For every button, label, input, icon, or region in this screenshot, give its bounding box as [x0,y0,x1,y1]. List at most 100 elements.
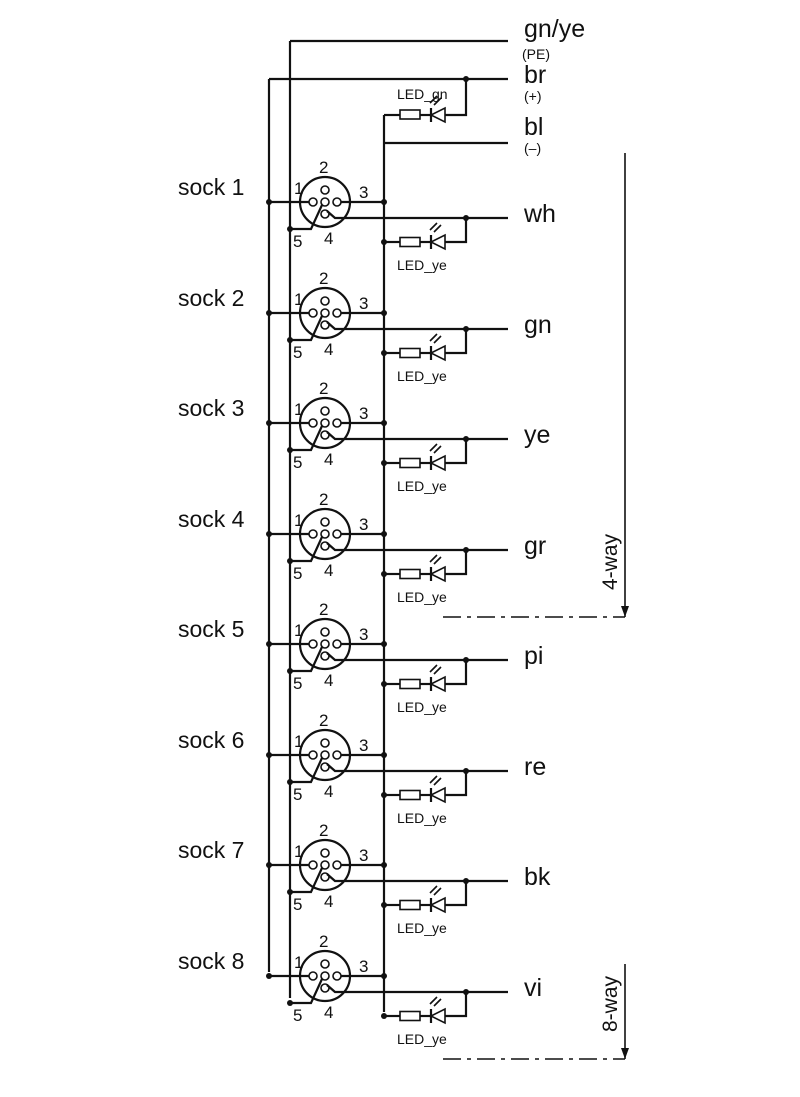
led-diode-icon [429,344,446,362]
pe-wire-sublabel: (PE) [522,46,550,62]
junction-dot [266,862,272,868]
signal-wire [326,984,508,994]
signal-wire-label: re [524,753,546,781]
junction-dot [381,792,387,798]
plus-wire-sublabel: (+) [524,88,542,104]
pin-number: 1 [294,179,303,198]
pin-hole [320,308,330,318]
junction-dot [381,641,387,647]
pin-hole [320,848,330,858]
pin-number: 3 [359,957,368,976]
led-label: LED_ye [397,920,447,936]
pin-hole [332,750,342,760]
pin-number: 4 [324,340,333,359]
pin-number: 1 [294,400,303,419]
pin-hole [320,517,330,527]
pin-hole [332,197,342,207]
pin-number: 3 [359,404,368,423]
pin-number: 3 [359,625,368,644]
led-diode-icon [429,1007,446,1025]
pin-number: 4 [324,561,333,580]
socket-label: sock 5 [178,616,244,642]
signal-wire [326,542,508,552]
variant-marker: 4-way [443,153,629,618]
junction-dot [287,779,293,785]
status-led-label: LED_gn [397,86,448,102]
pin-number: 4 [324,450,333,469]
pin-number: 1 [294,511,303,530]
pin-hole [308,750,318,760]
pin5-wire [290,425,323,452]
pin-number: 3 [359,736,368,755]
pin-number: 5 [293,1006,302,1025]
junction-dot [266,531,272,537]
junction-dot [266,420,272,426]
junction-dot [266,641,272,647]
arrow-head-icon [621,606,629,617]
led-resistor [399,347,421,359]
pin-number: 1 [294,621,303,640]
junction-dot [287,226,293,232]
pin-hole [320,971,330,981]
pin-hole [320,627,330,637]
pin-hole [320,639,330,649]
socket-label: sock 6 [178,727,244,753]
pin-number: 5 [293,785,302,804]
junction-dot [266,973,272,979]
led-resistor [399,1010,421,1022]
junction-dot [463,657,469,663]
junction-dot [463,326,469,332]
variant-marker: 8-way [443,964,629,1060]
pin5-wire [290,536,323,563]
pin-hole [320,860,330,870]
pin5-wire [290,204,323,231]
socket-label: sock 8 [178,948,244,974]
pin-number: 5 [293,453,302,472]
variant-label: 8-way [599,975,622,1032]
led-label: LED_ye [397,810,447,826]
signal-wire-label: bk [524,863,551,891]
pin-hole [308,860,318,870]
led-diode-icon [429,786,446,804]
socket-label: sock 7 [178,837,244,863]
junction-dot [266,752,272,758]
pin5-wire [290,978,323,1005]
junction-dot [381,239,387,245]
pin-number: 5 [293,343,302,362]
pin-hole [320,959,330,969]
pin-number: 2 [319,158,328,177]
led-resistor [399,789,421,801]
junction-dot [287,1000,293,1006]
pin-hole [332,639,342,649]
pin5-wire [290,315,323,342]
led-diode-icon [429,675,446,693]
pin-number: 1 [294,842,303,861]
pin-number: 3 [359,294,368,313]
junction-dot [266,310,272,316]
variant-label: 4-way [599,533,622,590]
led-diode-icon [429,454,446,472]
led-label: LED_ye [397,1031,447,1047]
led-resistor [399,568,421,580]
led-diode-icon [429,896,446,914]
signal-wire-label: ye [524,421,550,449]
pin-hole [308,418,318,428]
signal-wire-label: gr [524,532,546,560]
socket-label: sock 1 [178,174,244,200]
led-diode-icon [429,565,446,583]
pin-number: 4 [324,671,333,690]
junction-dot [381,531,387,537]
signal-wire [326,321,508,331]
junction-dot [381,350,387,356]
pin-hole [332,529,342,539]
pin-number: 2 [319,379,328,398]
socket-label: sock 4 [178,506,245,532]
junction-dot [463,878,469,884]
junction-dot [287,447,293,453]
junction-dot [381,420,387,426]
pin-number: 5 [293,674,302,693]
